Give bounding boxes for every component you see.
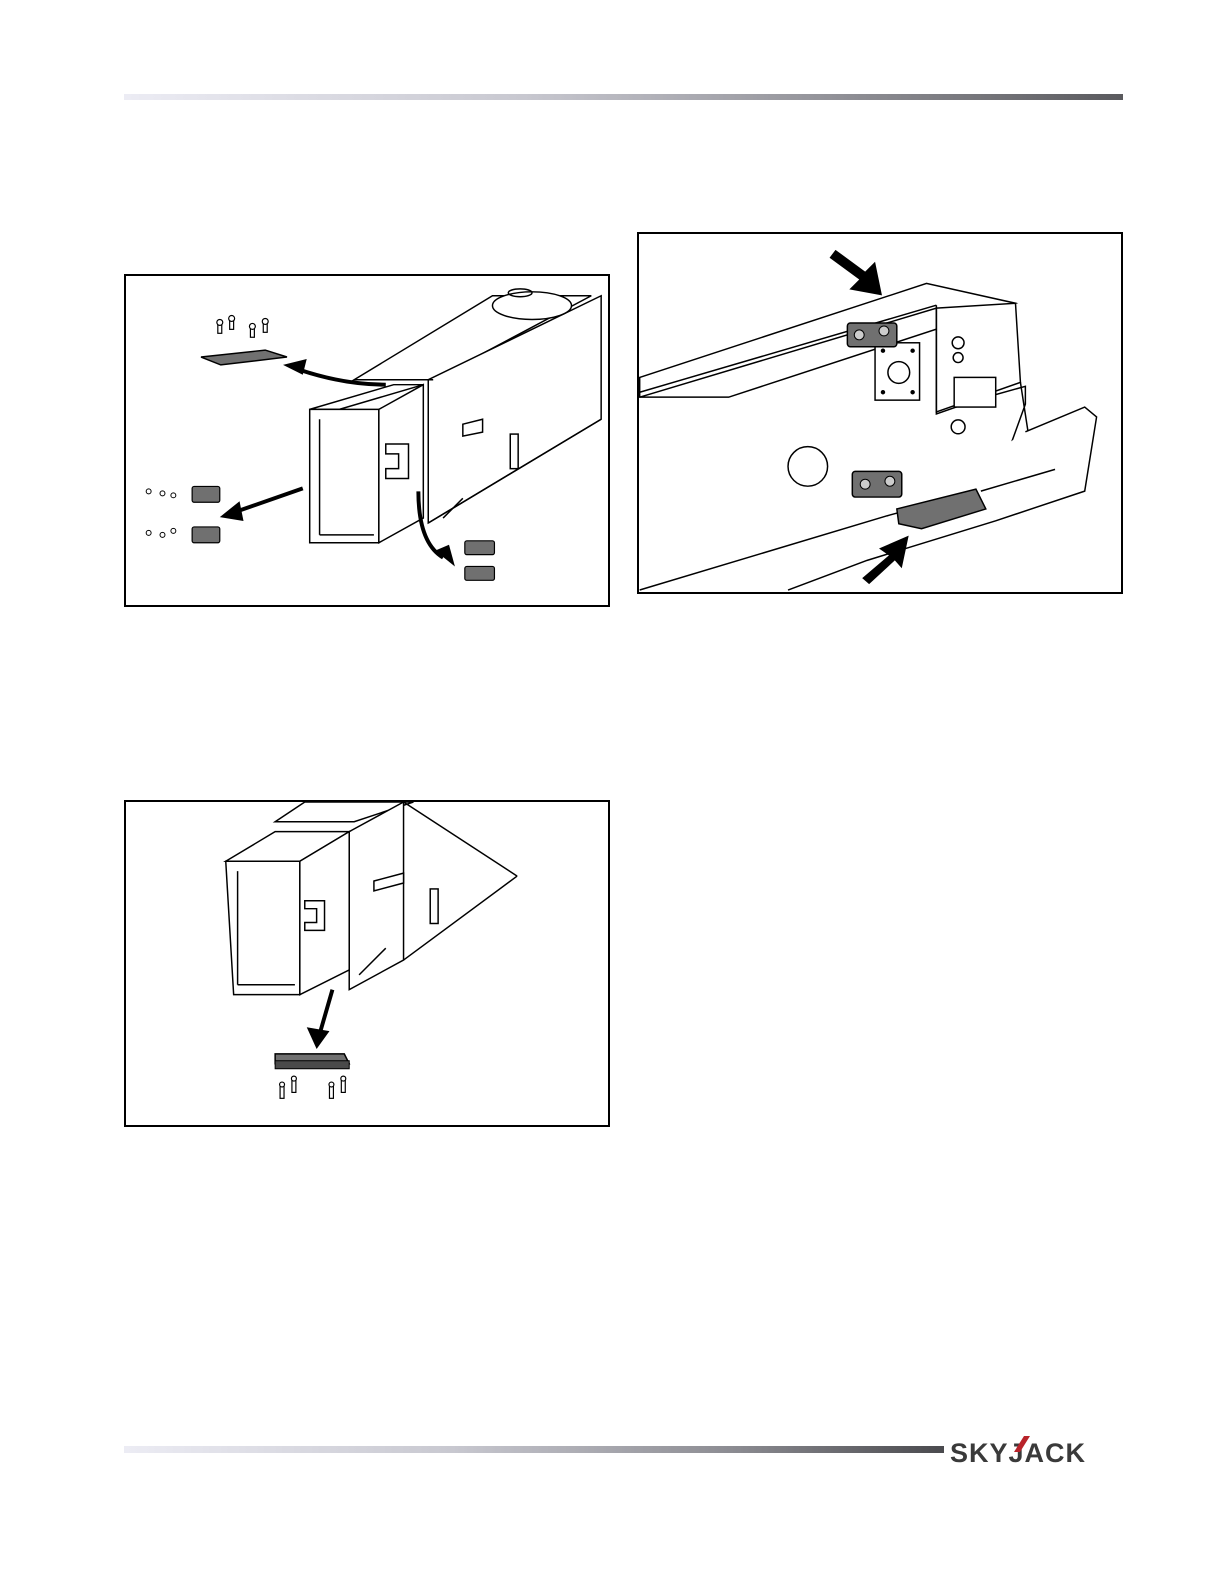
figure-boom-wear-pad-locations — [637, 232, 1123, 594]
figure-boom-bottom-wear-pad — [124, 800, 610, 1127]
skyjack-logo: SKYJACK — [948, 1430, 1128, 1472]
boom-pad-location-illustration — [639, 234, 1121, 592]
boom-bottom-pad-illustration — [126, 802, 608, 1125]
footer-rule — [124, 1446, 944, 1453]
logo-wordmark: SKYJACK — [950, 1438, 1086, 1468]
figure-boom-wear-pads-exploded — [124, 274, 610, 607]
skyjack-logo-mark: SKYJACK — [948, 1430, 1128, 1472]
boom-exploded-illustration — [126, 276, 608, 605]
header-rule — [124, 94, 1123, 100]
